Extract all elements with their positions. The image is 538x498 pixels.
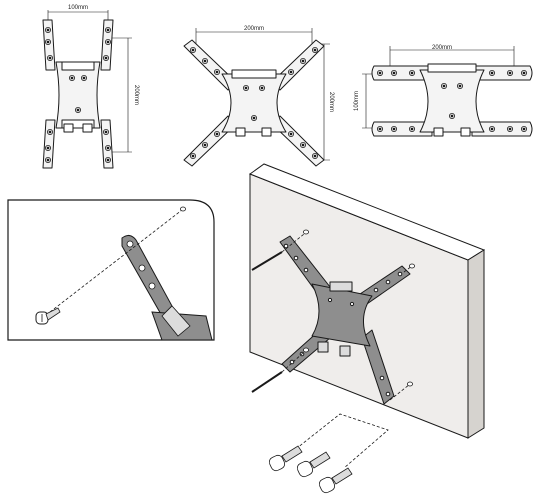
- mounting-screws: [268, 413, 389, 494]
- height-dimension-b: 200mm: [312, 43, 334, 161]
- bracket-config-200x200: 200mm 200mm: [183, 26, 334, 167]
- arm-c-bottom-right: [471, 121, 533, 137]
- wall-mount-scene: [248, 163, 486, 494]
- width-label-b: 200mm: [244, 26, 264, 32]
- width-dimension-a: 100mm: [47, 5, 109, 24]
- height-label-a: 200mm: [133, 85, 139, 105]
- detail-screw: [35, 307, 61, 325]
- mounted-bracket: [279, 235, 411, 405]
- width-label-c: 200mm: [432, 45, 452, 51]
- center-plate-b: [221, 73, 287, 133]
- screw-3: [318, 467, 353, 494]
- screw-detail-inset: [7, 199, 215, 341]
- width-label-a: 100mm: [68, 5, 88, 11]
- height-label-c: 100mm: [354, 91, 360, 111]
- height-dimension-a: 200mm: [108, 37, 139, 153]
- width-dimension-b: 200mm: [195, 26, 313, 46]
- bracket-config-200x100: 200mm 100mm: [354, 45, 533, 137]
- arm-c-top-right: [471, 65, 533, 81]
- arm-c-bottom-left: [371, 121, 433, 137]
- bracket-config-100x200: 100mm 200mm: [42, 5, 139, 169]
- height-dimension-c: 100mm: [354, 73, 380, 129]
- mounted-center-plate: [311, 283, 373, 347]
- arm-b-top-right: [271, 39, 325, 91]
- screw-1: [268, 445, 303, 472]
- height-label-b: 200mm: [328, 92, 334, 112]
- center-plate-a: [55, 61, 101, 129]
- arm-c-top-left: [371, 65, 433, 81]
- wall-anchors: [251, 229, 415, 401]
- center-plate-c: [419, 69, 485, 133]
- screw-2: [296, 451, 331, 478]
